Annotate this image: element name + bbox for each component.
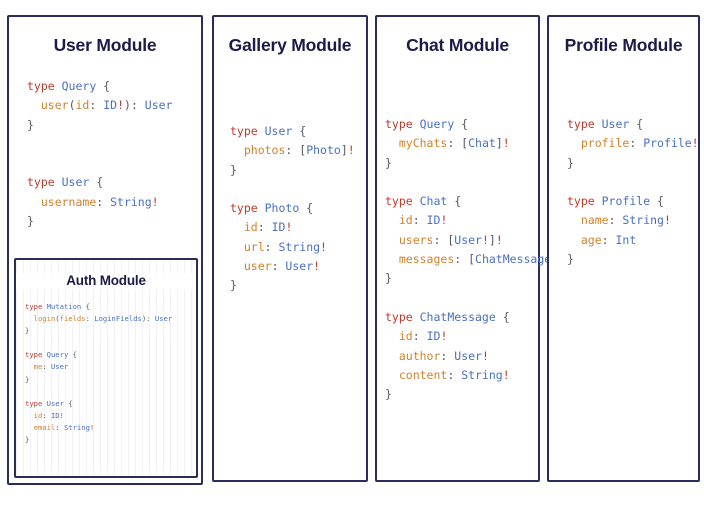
code-line: profile: Profile! <box>580 136 699 151</box>
code-block-user-module: type Query { user(id: ID!): User} type U… <box>27 77 201 231</box>
code-line <box>385 289 538 308</box>
code-line: type ChatMessage { <box>385 309 510 324</box>
code-line: } <box>25 435 30 445</box>
code-line: } <box>27 117 34 132</box>
code-line: type User { <box>567 117 644 131</box>
code-line: type User { <box>27 175 104 190</box>
code-line: } <box>567 155 574 170</box>
code-line <box>385 173 538 192</box>
panel-gallery-module[interactable]: Gallery Module type User { photos: [Phot… <box>212 15 368 482</box>
code-block-chat-module: type Query { myChats: [Chat]!} type Chat… <box>385 115 565 404</box>
panel-profile-module[interactable]: Profile Module type User { profile: Prof… <box>547 15 700 482</box>
code-block-profile-module: type User { profile: Profile!} type Prof… <box>567 115 699 269</box>
code-line: author: User! <box>398 348 489 363</box>
code-line: } <box>230 162 237 177</box>
code-line: } <box>385 387 392 402</box>
code-line: type User { <box>25 398 73 408</box>
code-line: users: [User!]! <box>398 232 503 247</box>
code-line: me: User <box>33 362 69 372</box>
code-line: url: String! <box>243 239 327 254</box>
code-line: type User { <box>230 124 307 138</box>
code-line: id: ID! <box>398 213 448 228</box>
code-line: } <box>567 252 574 267</box>
code-line: type Query { <box>25 350 77 360</box>
code-line: user: User! <box>243 259 321 274</box>
code-line: } <box>230 278 237 293</box>
panel-title-profile-module: Profile Module <box>564 35 683 55</box>
code-line: } <box>385 271 392 286</box>
code-line: login(fields: LoginFields): User <box>33 314 173 324</box>
code-line <box>230 180 366 199</box>
code-line: } <box>25 326 30 336</box>
code-line: type Query { <box>27 79 111 93</box>
panel-title-gallery-module: Gallery Module <box>228 35 352 55</box>
code-line: type Profile { <box>567 194 664 209</box>
code-block-auth-module: type Mutation { login(fields: LoginField… <box>25 301 196 446</box>
code-line: user(id: ID!): User <box>40 98 173 113</box>
code-line: } <box>25 374 30 384</box>
code-line: id: ID! <box>398 329 448 344</box>
panel-user-module[interactable]: User Module type Query { user(id: ID!): … <box>7 15 203 485</box>
code-block-gallery-module: type User { photos: [Photo]!} type Photo… <box>230 122 366 296</box>
panel-title-user-module: User Module <box>53 35 157 55</box>
code-line: id: ID! <box>243 220 293 235</box>
code-line: age: Int <box>580 232 637 247</box>
code-line <box>25 386 196 398</box>
code-line <box>27 135 201 154</box>
code-line: type Photo { <box>230 201 314 216</box>
code-line: username: String! <box>40 194 159 209</box>
code-line: content: String! <box>398 367 510 382</box>
panel-title-chat-module: Chat Module <box>406 35 509 55</box>
code-line: } <box>27 214 34 229</box>
code-line: type Query { <box>385 117 469 131</box>
code-line: photos: [Photo]! <box>243 143 355 158</box>
code-line <box>27 154 201 173</box>
code-line: type Chat { <box>385 194 462 209</box>
panel-title-auth-module: Auth Module <box>16 273 196 289</box>
panel-auth-module[interactable]: Auth Module type Mutation { login(fields… <box>14 258 198 478</box>
code-line: myChats: [Chat]! <box>398 136 510 151</box>
panel-chat-module[interactable]: Chat Module type Query { myChats: [Chat]… <box>375 15 565 482</box>
code-line <box>567 173 698 192</box>
code-line: messages: [ChatMessage]! <box>398 252 565 267</box>
code-line: id: ID! <box>33 410 64 420</box>
code-line: name: String! <box>580 213 671 228</box>
code-line: type Mutation { <box>25 302 90 311</box>
code-line: email: String! <box>33 422 95 432</box>
code-line <box>25 337 196 349</box>
code-line: } <box>385 155 392 170</box>
